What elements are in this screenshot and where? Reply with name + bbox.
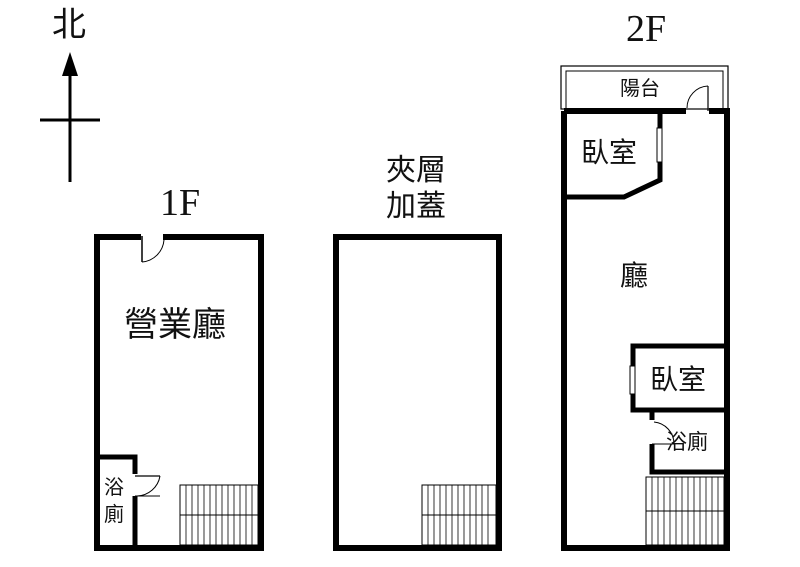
floor-1f-stairs <box>179 484 259 546</box>
room-label-business-hall: 營業廳 <box>124 305 226 345</box>
mezzanine-outer-wall <box>333 234 502 551</box>
floor-2f-bath-door-icon <box>652 421 675 445</box>
floor-1f-outer-wall <box>94 234 264 551</box>
room-label-2f-bath: 浴廁 <box>666 430 708 454</box>
floor-2f-title: 2F <box>626 8 667 50</box>
floor-2f-outer-wall <box>561 108 730 551</box>
floor-1f-plan <box>94 232 264 551</box>
mezzanine-stairs <box>421 484 497 546</box>
north-arrow-icon <box>62 52 78 76</box>
floor-2f-plan <box>560 65 730 551</box>
room-label-balcony: 陽台 <box>620 76 660 100</box>
room-label-1f-bath-line2: 廁 <box>104 502 124 526</box>
floor-1f-entry-door-icon <box>139 234 165 263</box>
floor-2f-stairs <box>645 476 725 546</box>
room-label-bedroom-mid: 臥室 <box>650 363 707 396</box>
bedroom-mid-door-icon <box>629 365 636 395</box>
floor-2f-bath-door-gap <box>647 420 657 444</box>
floor-1f-title: 1F <box>160 182 201 224</box>
north-label: 北 <box>52 5 86 45</box>
floor-1f-door-gap <box>140 232 164 242</box>
bedroom-top-door-gap <box>655 128 665 162</box>
mezzanine-title-line2: 加蓋 <box>386 189 446 224</box>
bedroom-mid-door-gap <box>628 366 638 394</box>
floor-1f-bathroom-wall <box>97 454 138 548</box>
room-label-bedroom-top: 臥室 <box>581 136 638 169</box>
compass <box>40 52 100 182</box>
mezzanine-title-line1: 夾層 <box>386 153 446 188</box>
balcony-door-icon <box>686 85 709 111</box>
floor-1f-bath-door-gap <box>131 474 141 496</box>
mezzanine-plan <box>333 234 502 551</box>
floor-1f-bath-door-icon <box>135 475 161 497</box>
bedroom-top-door-icon <box>656 127 663 163</box>
room-label-1f-bath-line1: 浴 <box>104 475 124 499</box>
room-label-living-room: 廳 <box>620 259 649 292</box>
